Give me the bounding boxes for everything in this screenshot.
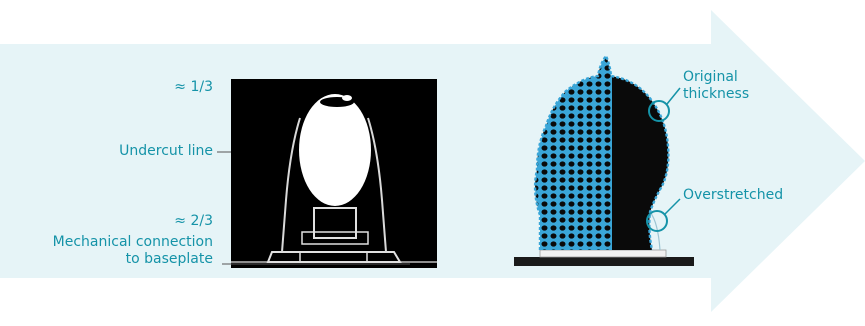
- label-original-thickness: Original thickness: [683, 69, 749, 103]
- label-original-line2: thickness: [683, 86, 749, 103]
- model-photo: [231, 79, 437, 268]
- label-mechanical-line1: Mechanical connection: [53, 234, 213, 251]
- label-mechanical-connection: Mechanical connection to baseplate: [53, 234, 213, 268]
- mesh-base-plate: [514, 257, 694, 266]
- label-overstretched: Overstretched: [683, 187, 783, 204]
- photo-head-form: [299, 94, 371, 206]
- label-mechanical-line2: to baseplate: [53, 251, 213, 268]
- label-one-third: ≈ 1/3: [174, 79, 213, 96]
- label-original-line1: Original: [683, 69, 749, 86]
- label-undercut-line: Undercut line: [119, 143, 213, 160]
- label-two-thirds: ≈ 2/3: [174, 213, 213, 230]
